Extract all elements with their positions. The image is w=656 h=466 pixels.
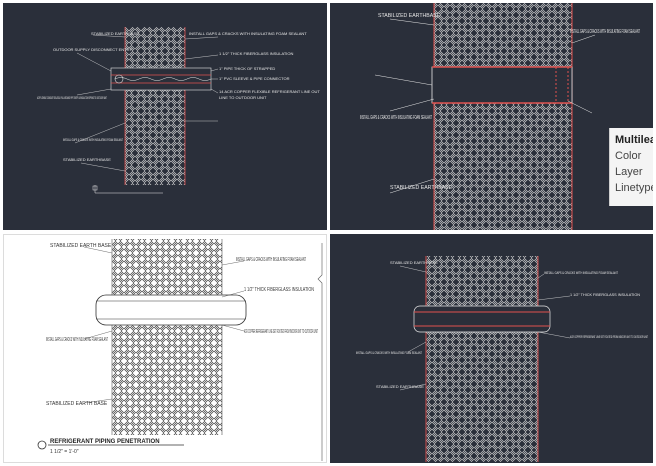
pipe-sleeve xyxy=(431,66,573,104)
label-fiberglass: 1 1/2" THICK FIBERGLASS INSULATION xyxy=(219,51,294,56)
wall-section-drawing: STABILIZED EARTHBASE OUTDOOR SUPPLY DISC… xyxy=(37,27,320,194)
label-stabilized-top: STABILIZED EARTHBASE xyxy=(390,260,438,265)
wall-section xyxy=(112,239,222,435)
label-flexible-conduit: ACR FLEXIBLE CONDUIT SEALED & PULL AROUN… xyxy=(37,95,107,100)
label-gaps-bottom: INSTALL GAPS & CRACKS WITH INSULATING FO… xyxy=(63,137,123,142)
wall-section-detail-drawing: STABILIZED EARTHBASE INSTALL GAPS & CRAC… xyxy=(356,256,648,462)
label-gaps-left: INSTALL GAPS & CRACKS WITH INSULATING FO… xyxy=(46,337,108,343)
properties-title: Multilea xyxy=(615,134,653,146)
label-stabilized-top: STABILIZED EARTHBASE xyxy=(91,31,139,36)
label-stabilized-bottom: STABILIZED EARTHBASE xyxy=(376,384,424,389)
panel-cad-zoom: STABILIZED EARTHBASE INSTALL GAPS & CRAC… xyxy=(330,3,653,230)
property-linetype[interactable]: Linetype xyxy=(615,182,653,194)
label-refrigerant: 14 ACR COPPER FLEXIBLE REFRIGERANT LINE … xyxy=(219,89,320,94)
label-gaps-left: INSTALL GAPS & CRACKS WITH INSULATING FO… xyxy=(360,115,432,121)
label-stabilized-bottom: STABILIZED EARTH BASE xyxy=(46,401,108,407)
panel-cad-overview: STABILIZED EARTHBASE OUTDOOR SUPPLY DISC… xyxy=(3,3,327,230)
label-outdoor-supply: OUTDOOR SUPPLY DISCONNECT ENTRY xyxy=(53,47,132,52)
printed-section-drawing: STABILIZED EARTH BASE INSTALL GAPS & CRA… xyxy=(37,239,323,461)
wall-section xyxy=(426,256,538,462)
label-gaps-top: INSTALL GAPS & CRACKS WITH INSULATING FO… xyxy=(189,31,307,36)
properties-palette[interactable]: Multilea Color Layer Linetype xyxy=(609,128,653,206)
label-gaps-top: INSTALL GAPS & CRACKS WITH INSULATING FO… xyxy=(544,270,618,275)
detail-scale: 1 1/2" = 1'-0" xyxy=(50,449,79,455)
label-gaps-top: INSTALL GAPS & CRACKS WITH INSULATING FO… xyxy=(236,257,306,263)
label-copper-line: ACR COPPER REFRIGERANT LINE SET ROUTED F… xyxy=(244,329,318,335)
detail-title: REFRIGERANT PIPING PENETRATION xyxy=(50,439,160,445)
pipe-sleeve xyxy=(95,294,247,326)
label-copper-line: ACR COPPER REFRIGERANT LINE SET ROUTED F… xyxy=(570,334,648,339)
label-fiberglass: 1 1/2" THICK FIBERGLASS INSULATION xyxy=(570,292,640,297)
property-color[interactable]: Color xyxy=(615,150,642,162)
label-stabilized-top: STABILIZED EARTHBASE xyxy=(378,13,441,19)
label-stabilized-bottom: STABILIZED EARTHBASE xyxy=(63,157,111,162)
label-gaps-right: INSTALL GAPS & CRACKS WITH INSULATING FO… xyxy=(570,29,640,35)
label-refrigerant-2: LINE TO OUTDOOR UNIT xyxy=(219,95,267,100)
property-layer[interactable]: Layer xyxy=(615,166,643,178)
wall-section xyxy=(125,27,185,185)
detail-tag xyxy=(37,440,47,450)
label-fiberglass: 1 1/2" THICK FIBERGLASS INSULATION xyxy=(244,287,314,293)
pipe-sleeve xyxy=(413,305,551,333)
wall-section-zoom-drawing: STABILIZED EARTHBASE INSTALL GAPS & CRAC… xyxy=(360,3,640,230)
label-stabilized-bottom: STABILIZED EARTHBASE xyxy=(390,185,453,191)
panel-cad-detail: STABILIZED EARTHBASE INSTALL GAPS & CRAC… xyxy=(330,234,653,463)
wall-section xyxy=(434,3,572,230)
label-gaps-left: INSTALL GAPS & CRACKS WITH INSULATING FO… xyxy=(356,350,422,355)
label-pipe-thick: 1" PIPE THICK OF STRAPPED xyxy=(219,66,275,71)
pipe-sleeve xyxy=(110,67,212,91)
label-stabilized-top: STABILIZED EARTH BASE xyxy=(50,243,112,249)
label-sleeve: 1" PVC SLEEVE & PIPE CONNECTOR xyxy=(219,76,290,81)
panel-print-preview: STABILIZED EARTH BASE INSTALL GAPS & CRA… xyxy=(3,234,327,463)
